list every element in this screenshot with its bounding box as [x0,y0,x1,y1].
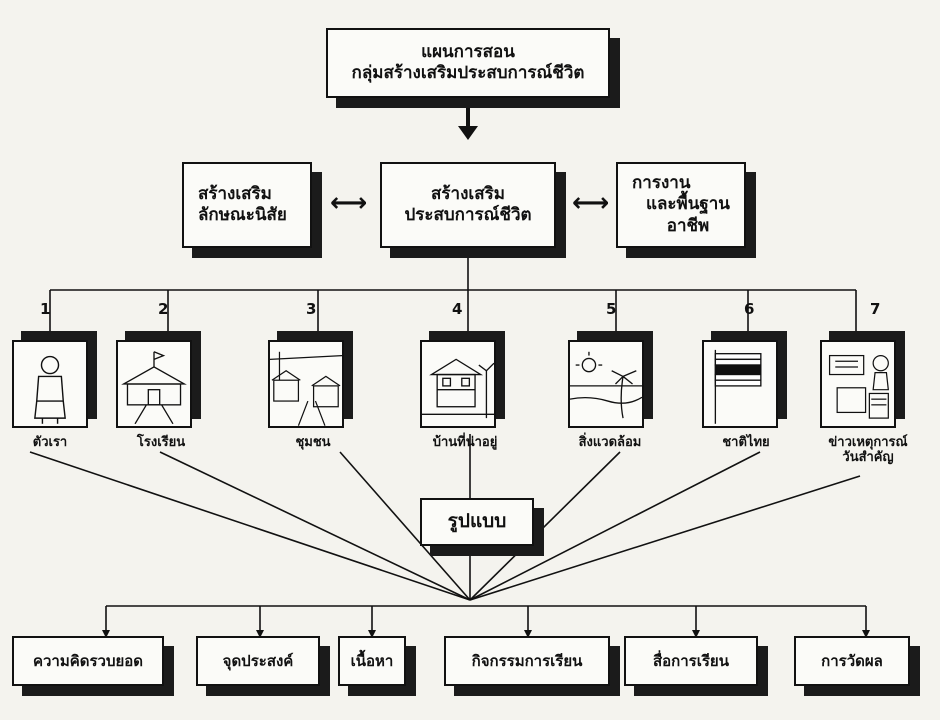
component-box: การวัดผล [794,636,910,686]
box-work-career: การงาน และพื้นฐานอาชีพ [616,162,746,248]
community-picture-icon [268,340,344,428]
news-event-picture-icon [820,340,896,428]
box-life-experience: สร้างเสริม ประสบการณ์ชีวิต [380,162,556,248]
topic-number: 4 [452,300,463,318]
house-picture-icon [420,340,496,428]
environment-picture-icon [568,340,644,428]
box-life-experience-line1: สร้างเสริม [431,183,505,204]
topic-number: 5 [606,300,617,318]
component-label: กิจกรรมการเรียน [471,651,583,670]
component-box: กิจกรรมการเรียน [444,636,610,686]
title-box: แผนการสอน กลุ่มสร้างเสริมประสบการณ์ชีวิต [326,28,610,98]
topic-number: 3 [306,300,317,318]
model-label: รูปแบบ [447,510,507,533]
component-box: เนื้อหา [338,636,406,686]
box-work-career-line2: และพื้นฐานอาชีพ [646,194,730,236]
topic-label: ตัวเรา [32,435,68,450]
title-line2: กลุ่มสร้างเสริมประสบการณ์ชีวิต [351,63,585,83]
double-arrow-icon-right: ⟷ [572,188,610,218]
box-work-career-line1: การงาน [632,173,691,194]
box-character-line2: ลักษณะนิสัย [198,205,287,225]
component-label: เนื้อหา [350,651,394,670]
topic-number: 7 [870,300,881,318]
double-arrow-icon-left: ⟷ [330,188,368,218]
topic-number: 2 [158,300,169,318]
box-life-experience-line2: ประสบการณ์ชีวิต [404,205,532,225]
topic-label: บ้านที่น่าอยู่ [432,435,498,450]
topic-number: 1 [40,300,51,318]
component-label: จุดประสงค์ [222,651,294,670]
model-box: รูปแบบ [420,498,534,546]
title-line1: แผนการสอน [421,41,515,62]
topic-label: โรงเรียน [136,435,186,450]
component-box: สื่อการเรียน [624,636,758,686]
topic-label: ชุมชน [295,435,331,450]
topic-label: สิ่งแวดล้อม [578,435,642,450]
box-character: สร้างเสริม ลักษณะนิสัย [182,162,312,248]
component-label: สื่อการเรียน [653,651,729,670]
topic-label-line2: วันสำคัญ [842,449,894,465]
component-label: การวัดผล [821,651,883,670]
topic-label: ชาติไทย [722,435,770,450]
component-label: ความคิดรวบยอด [32,651,144,670]
school-picture-icon [116,340,192,428]
topic-number: 6 [744,300,755,318]
topic-label-line1: ข่าวเหตุการณ์ [828,435,908,450]
thai-flag-picture-icon [702,340,778,428]
topic-label: ข่าวเหตุการณ์ วันสำคัญ [810,435,926,466]
person-picture-icon [12,340,88,428]
component-box: จุดประสงค์ [196,636,320,686]
box-character-line1: สร้างเสริม [198,183,272,204]
component-box: ความคิดรวบยอด [12,636,164,686]
